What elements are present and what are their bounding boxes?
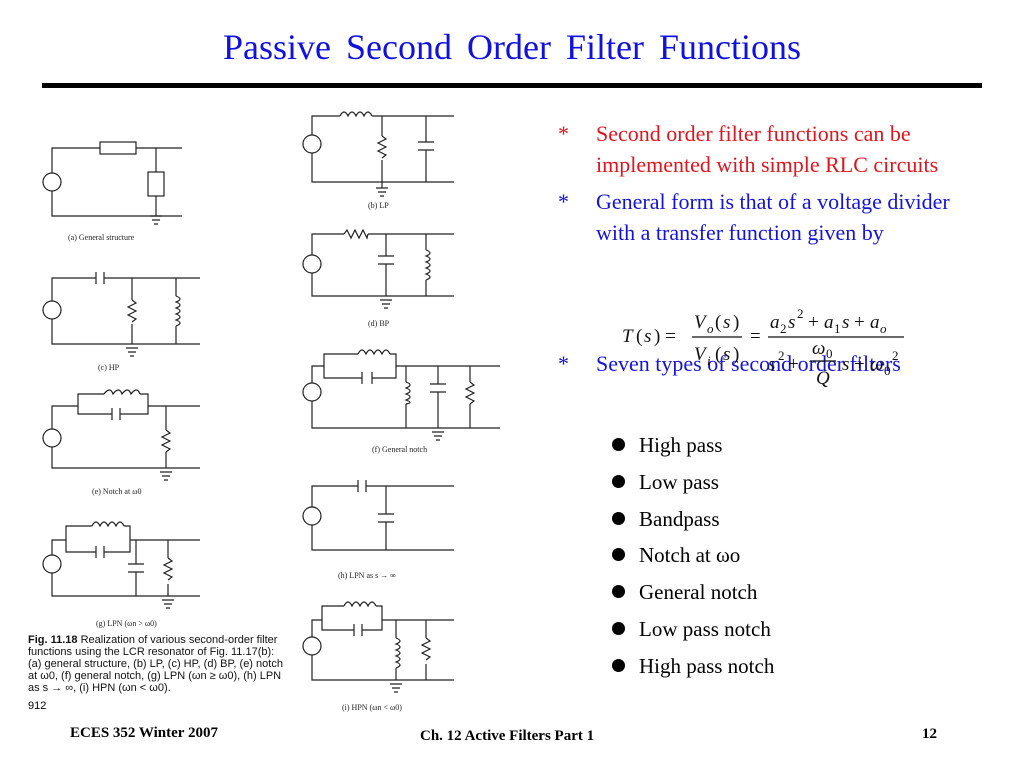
bullet-star: * [558, 121, 569, 146]
svg-text:s: s [768, 354, 775, 375]
svg-text:V: V [694, 312, 708, 333]
book-page-number: 912 [28, 700, 47, 712]
bullet-list: * Second order filter functions can be i… [556, 118, 986, 379]
svg-text:Q: Q [816, 368, 830, 389]
label-i: (i) HPN (ωn < ω0) [342, 703, 402, 712]
svg-text:+: + [854, 354, 865, 375]
label-e: (e) Notch at ω0 [92, 487, 141, 496]
svg-text:): ) [733, 312, 739, 333]
title-rule [42, 83, 982, 88]
bullet-item-general-form: * General form is that of a voltage divi… [556, 186, 986, 248]
svg-text:(: ( [715, 344, 721, 365]
circuit-b [302, 111, 454, 197]
filter-type-item: High pass [612, 427, 774, 464]
svg-text:o: o [707, 321, 714, 336]
label-c: (c) HP [98, 363, 120, 372]
circuit-d [302, 228, 454, 309]
svg-text:0: 0 [826, 346, 833, 361]
bullet-dot-icon [612, 585, 625, 599]
bullet-star: * [558, 189, 569, 214]
svg-text:s: s [788, 312, 795, 333]
circuit-c [42, 272, 200, 357]
svg-text:+: + [808, 312, 819, 333]
svg-text:a: a [824, 312, 834, 333]
svg-text:2: 2 [797, 308, 804, 321]
filter-type-item: High pass notch [612, 648, 774, 685]
label-g: (g) LPN (ωn > ω0) [96, 619, 157, 628]
footer-course: ECES 352 Winter 2007 [70, 725, 218, 741]
filter-type-item: General notch [612, 574, 774, 611]
footer-chapter: Ch. 12 Active Filters Part 1 [420, 728, 595, 744]
filter-types-list: High pass Low pass Bandpass Notch at ωo … [612, 427, 774, 685]
filter-type-item: Bandpass [612, 501, 774, 538]
caption-title: Fig. 11.18 [28, 634, 78, 646]
svg-text:s: s [842, 354, 849, 375]
svg-text:=: = [750, 326, 761, 347]
svg-text:s: s [723, 344, 730, 365]
footer-slide-number: 12 [922, 726, 937, 742]
svg-text:1: 1 [834, 321, 841, 336]
svg-text:V: V [694, 344, 708, 365]
svg-text:i: i [707, 353, 711, 368]
bullet-item-rlc: * Second order filter functions can be i… [556, 118, 986, 180]
svg-text:T: T [622, 326, 634, 347]
svg-text:+: + [788, 354, 799, 375]
svg-text:s: s [644, 326, 651, 347]
label-f: (f) General notch [372, 445, 427, 454]
circuit-g [42, 521, 200, 609]
bullet-dot-icon [612, 511, 625, 525]
filter-type-item: Low pass [612, 464, 774, 501]
circuit-f [302, 349, 500, 441]
label-b: (b) LP [368, 201, 389, 210]
svg-text:) =: ) = [654, 326, 676, 347]
slide-title: Passive Second Order Filter Functions [223, 27, 801, 67]
svg-text:s: s [723, 312, 730, 333]
circuit-e [42, 389, 200, 481]
svg-text:): ) [733, 344, 739, 365]
svg-text:(: ( [636, 326, 642, 347]
bullet-dot-icon [612, 658, 625, 672]
circuit-h [302, 480, 454, 551]
bullet-text: Seven types of second order filters [596, 351, 901, 376]
bullet-star: * [558, 351, 569, 376]
label-h: (h) LPN as s → ∞ [338, 571, 396, 580]
svg-text:0: 0 [884, 363, 891, 378]
circuit-a [42, 141, 182, 225]
circuit-figure: (a) General structure (c) HP (e) Notch a… [42, 111, 500, 712]
svg-text:o: o [880, 321, 887, 336]
label-d: (d) BP [368, 319, 390, 328]
circuit-i [302, 601, 454, 693]
figure-caption: Fig. 11.18 Realization of various second… [28, 634, 288, 694]
bullet-item-seven-types: * Seven types of second order filters [556, 348, 986, 379]
bullet-dot-icon [612, 548, 625, 562]
svg-text:2: 2 [778, 348, 785, 363]
svg-text:a: a [770, 312, 780, 333]
label-a: (a) General structure [68, 233, 135, 242]
svg-text:2: 2 [780, 321, 787, 336]
filter-type-item: Notch at ωo [612, 537, 774, 574]
svg-text:+: + [854, 312, 865, 333]
svg-text:2: 2 [892, 348, 899, 363]
svg-text:s: s [842, 312, 849, 333]
bullet-dot-icon [612, 438, 625, 451]
svg-text:ω: ω [812, 338, 825, 359]
bullet-text: General form is that of a voltage divide… [596, 189, 950, 245]
svg-text:(: ( [715, 312, 721, 333]
bullet-text: Second order filter functions can be imp… [596, 121, 939, 177]
svg-text:a: a [870, 312, 880, 333]
filter-type-item: Low pass notch [612, 611, 774, 648]
svg-text:ω: ω [870, 354, 883, 375]
bullet-dot-icon [612, 474, 625, 488]
bullet-dot-icon [612, 621, 625, 635]
caption-text: Realization of various second-order filt… [28, 634, 283, 694]
